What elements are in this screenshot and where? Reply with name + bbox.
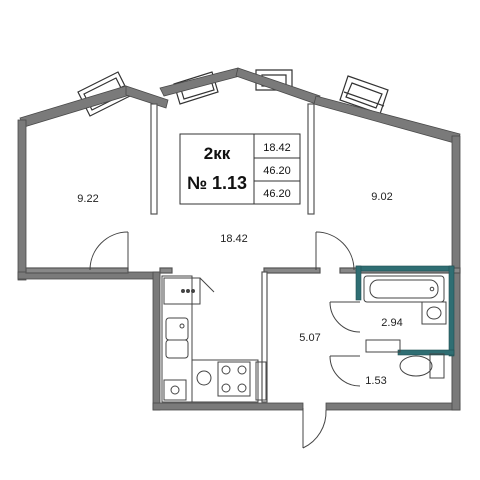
room-labels: 9.22 18.42 9.02 5.07 2.94 1.53 bbox=[77, 191, 402, 387]
info-card: 2кк № 1.13 18.42 46.20 46.20 bbox=[179, 133, 301, 205]
room-area-bedroom-right: 9.02 bbox=[371, 191, 392, 203]
washing-machine bbox=[365, 339, 401, 353]
area-living: 18.42 bbox=[263, 142, 291, 154]
bathtub bbox=[363, 275, 445, 303]
cabinet bbox=[255, 361, 267, 401]
door-left-bedroom bbox=[89, 231, 129, 271]
apartment-number: № 1.13 bbox=[187, 173, 247, 193]
room-area-hall: 5.07 bbox=[299, 332, 320, 344]
washbasin bbox=[421, 301, 447, 325]
room-area-bathroom: 2.94 bbox=[381, 317, 402, 329]
room-area-bedroom-left: 9.22 bbox=[77, 193, 98, 205]
toilet-fixture bbox=[399, 353, 445, 379]
kitchen-counter bbox=[161, 275, 259, 403]
wet-zone-walls bbox=[355, 265, 455, 357]
door-right-bedroom bbox=[315, 231, 355, 271]
fridge-icon bbox=[163, 277, 201, 305]
dishwasher-icon bbox=[163, 379, 187, 401]
sink-icon bbox=[165, 317, 189, 359]
door-entrance bbox=[302, 408, 327, 449]
door-toilet bbox=[329, 355, 361, 387]
doors bbox=[89, 231, 361, 449]
area-total: 46.20 bbox=[263, 165, 291, 177]
door-bathroom bbox=[329, 301, 361, 333]
stove-icon bbox=[217, 361, 251, 397]
rooms-code: 2кк bbox=[204, 144, 231, 163]
door-kitchen bbox=[199, 277, 215, 293]
oven-icon bbox=[196, 370, 212, 386]
room-area-living-room: 18.42 bbox=[220, 233, 248, 245]
room-area-toilet: 1.53 bbox=[365, 375, 386, 387]
area-total-repeat: 46.20 bbox=[263, 188, 291, 200]
